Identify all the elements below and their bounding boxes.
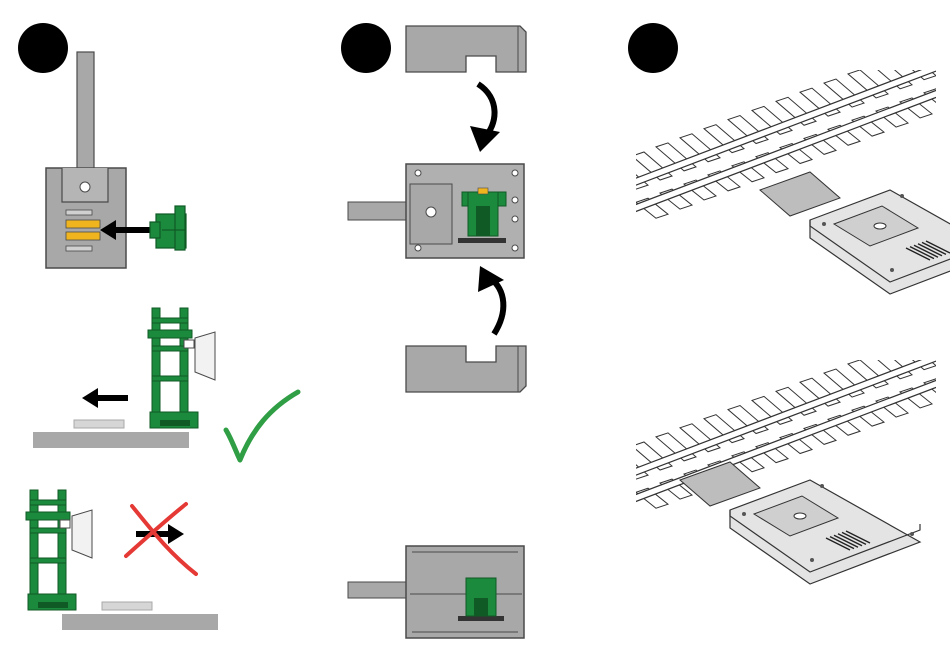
- sleeper: [584, 460, 624, 488]
- sleeper: [608, 451, 648, 479]
- step-badge-2: [341, 23, 391, 73]
- screw-hole: [742, 512, 746, 516]
- sleeper: [944, 33, 950, 61]
- cross-icon: [126, 504, 196, 574]
- sleeper: [920, 43, 950, 71]
- rail: [592, 58, 950, 202]
- connecting-rod: [760, 172, 840, 216]
- screw-hole: [820, 484, 824, 488]
- arrow-left-icon: [82, 388, 128, 408]
- signal-mast: [148, 308, 215, 428]
- track-assembly-bottom: [584, 305, 950, 584]
- cover-bottom: [406, 346, 526, 392]
- rail: [592, 348, 950, 492]
- signal-correct-mount: [33, 308, 298, 460]
- check-icon: [226, 392, 298, 460]
- motor-housing-open: [348, 164, 524, 258]
- sleeper: [608, 161, 648, 189]
- screw-hole: [810, 558, 814, 562]
- step-badge-1: [18, 23, 68, 73]
- screw-hole: [900, 194, 904, 198]
- screw-hole: [910, 532, 914, 536]
- screw-hole: [822, 222, 826, 226]
- mount-hole: [794, 513, 806, 519]
- sleeper: [944, 323, 950, 351]
- sleeper: [920, 333, 950, 361]
- sleeper: [584, 170, 624, 198]
- mount-hole: [874, 223, 886, 229]
- screw-hole: [890, 268, 894, 272]
- cover-top: [406, 26, 526, 72]
- signal-mast: [26, 490, 92, 610]
- motor-housing-closed: [348, 546, 524, 638]
- signal-wrong-mount: [26, 490, 218, 630]
- step-badge-3: [628, 23, 678, 73]
- baseplate: [730, 480, 920, 584]
- green-plug: [150, 206, 186, 250]
- curved-arrow-icon: [490, 278, 503, 334]
